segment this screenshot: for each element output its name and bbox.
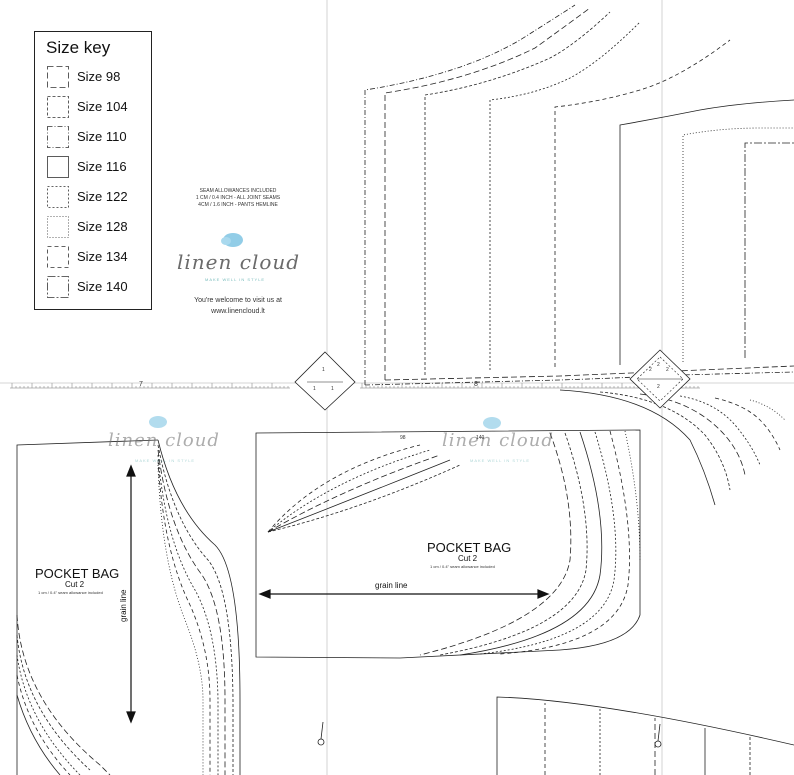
pocket-bag-note: 1 cm / 0.4" seam allowance included (38, 590, 103, 595)
size-key-row: Size 140 (47, 276, 147, 298)
pocket-bag-title: POCKET BAG (427, 540, 512, 555)
ruler-number: 7 (139, 381, 143, 388)
watermark-logo: linen cloud (108, 430, 220, 451)
size-line-swatch (47, 246, 69, 268)
notch-number: 2 (649, 367, 652, 373)
notch-number: 2 (657, 384, 660, 390)
size-line-swatch (47, 216, 69, 238)
size-key-label: Size 122 (77, 189, 128, 204)
size-key-row: Size 104 (47, 96, 147, 118)
size-key-row: Size 122 (47, 186, 147, 208)
pocket-bag-cut: Cut 2 (65, 580, 85, 589)
visit-note: You're welcome to visit us at www.linenc… (178, 295, 298, 317)
ruler-strip (10, 383, 700, 389)
size-label-smallest: 98 (400, 435, 406, 441)
scissor-icon (654, 723, 662, 748)
notch-number: 1 (331, 386, 334, 392)
front-piece-outlines (364, 4, 794, 386)
size-key-label: Size 116 (77, 159, 127, 174)
seam-note-line: 4CM / 1.6 INCH - PANTS HEMLINE (198, 202, 278, 208)
size-key-title: Size key (46, 38, 111, 57)
size-line-swatch (47, 186, 69, 208)
grain-arrow-horizontal (258, 589, 550, 599)
size-line-swatch (47, 96, 69, 118)
grain-arrow-vertical (126, 464, 136, 724)
notch-diamond-1 (294, 351, 356, 411)
pocket-bag-right-outlines (255, 429, 641, 659)
watermark-logo: linen cloud (442, 430, 554, 451)
size-key-row: Size 128 (47, 216, 147, 238)
notch-number: 1 (313, 386, 316, 392)
size-line-swatch (47, 276, 69, 298)
size-key-row: Size 110 (47, 126, 147, 148)
seam-allowance-note: SEAM ALLOWANCES INCLUDED 1 CM / 0.4 INCH… (178, 188, 298, 209)
size-label-largest: 140 (476, 435, 485, 441)
pocket-bag-cut: Cut 2 (458, 554, 478, 563)
watermark-tagline: MAKE WELL IN STYLE (470, 458, 531, 463)
size-line-swatch (47, 126, 69, 148)
visit-line: You're welcome to visit us at (194, 297, 282, 304)
notch-number: 1 (322, 367, 325, 373)
grain-line-label: grain line (375, 581, 408, 590)
scissor-icon (317, 721, 325, 746)
seam-note-line: 1 CM / 0.4 INCH - ALL JOINT SEAMS (195, 195, 281, 201)
seam-note-line: SEAM ALLOWANCES INCLUDED (199, 188, 277, 194)
lower-piece-outlines (496, 696, 794, 775)
logo-cloud-icon (483, 417, 501, 429)
size-line-swatch (47, 156, 69, 178)
size-key-label: Size 134 (77, 249, 128, 264)
watermark-tagline: MAKE WELL IN STYLE (135, 458, 196, 463)
logo-cloud-icon (221, 233, 243, 247)
pocket-bag-title: POCKET BAG (35, 566, 120, 581)
pocket-bag-note: 1 cm / 0.4" seam allowance included (430, 564, 495, 569)
brand-logo: linen cloud (177, 250, 301, 274)
grain-line-label: grain line (119, 589, 128, 622)
size-key-row: Size 116 (47, 156, 147, 178)
size-line-swatch (47, 66, 69, 88)
pocket-bag-left-outlines (16, 439, 241, 775)
size-key-label: Size 98 (77, 69, 121, 84)
visit-url[interactable]: www.linencloud.lt (211, 308, 265, 315)
crotch-curve-outlines (559, 389, 786, 506)
brand-tagline: MAKE WELL IN STYLE (205, 277, 266, 282)
size-key-label: Size 140 (77, 279, 128, 294)
notch-number: 2 (657, 362, 660, 368)
notch-diamond-2 (629, 349, 691, 409)
notch-number: 2 (666, 367, 669, 373)
size-key-row: Size 134 (47, 246, 147, 268)
size-key-label: Size 110 (77, 129, 127, 144)
size-key-row: Size 98 (47, 66, 147, 88)
size-key-label: Size 128 (77, 219, 128, 234)
logo-cloud-icon (149, 416, 167, 428)
size-key-label: Size 104 (77, 99, 128, 114)
ruler-number: 8 (474, 381, 478, 388)
